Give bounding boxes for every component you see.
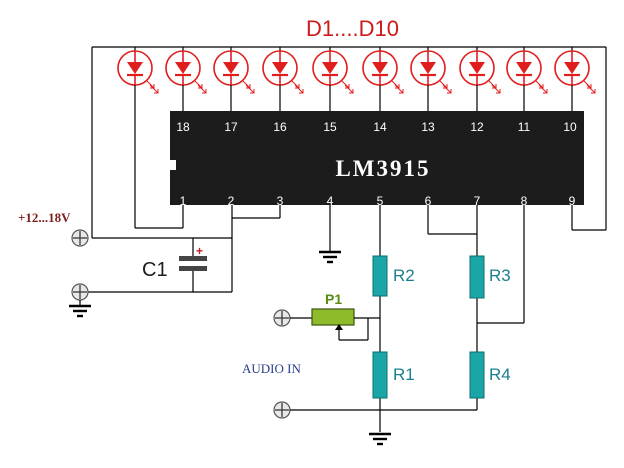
pin-13-label: 13 <box>421 120 435 134</box>
pin-1-label: 1 <box>180 194 187 208</box>
led-2-icon <box>164 47 208 111</box>
resistor-r4-icon <box>469 351 485 399</box>
pin-12-label: 12 <box>470 120 484 134</box>
pin-9-label: 9 <box>569 194 576 208</box>
led-4-icon <box>261 47 305 111</box>
led-8-icon <box>458 47 502 111</box>
bottom-terminal-icon <box>273 401 291 419</box>
ic-lm3915: LM3915 18 17 16 15 14 13 12 11 10 1 2 3 … <box>170 111 584 208</box>
resistor-r2-label: R2 <box>393 266 415 285</box>
pin-2-label: 2 <box>228 194 235 208</box>
pin-16-label: 16 <box>273 120 287 134</box>
led-7-icon <box>409 47 453 111</box>
pin-3-label: 3 <box>277 194 284 208</box>
resistor-r1-label: R1 <box>393 365 415 384</box>
pin-15-label: 15 <box>323 120 337 134</box>
pin-8-label: 8 <box>521 194 528 208</box>
pin-14-label: 14 <box>373 120 387 134</box>
led-9-icon <box>505 47 549 111</box>
ic-label: LM3915 <box>335 156 430 181</box>
led-1-icon <box>116 47 184 229</box>
resistor-r4-label: R4 <box>489 365 511 384</box>
capacitor-polarity: + <box>196 244 203 258</box>
pin-7-label: 7 <box>474 194 481 208</box>
resistor-r3-icon <box>469 255 485 299</box>
pin-6-label: 6 <box>425 194 432 208</box>
supply-label: +12...18V <box>18 210 71 225</box>
capacitor-c1-icon <box>179 238 207 292</box>
ground-rail <box>80 205 281 293</box>
led-anode-bus <box>91 46 607 239</box>
capacitor-label: C1 <box>142 259 168 281</box>
resistor-r1-icon <box>372 351 388 399</box>
pin-18-label: 18 <box>176 120 190 134</box>
pin-17-label: 17 <box>224 120 238 134</box>
resistor-r2-icon <box>372 255 388 297</box>
ground-icon-bottom <box>367 432 393 446</box>
ground-terminal-icon <box>71 283 89 301</box>
led-6-icon <box>361 47 405 111</box>
pin-4-label: 4 <box>327 194 334 208</box>
led-5-icon <box>311 47 355 111</box>
ground-icon-pin4 <box>317 250 343 264</box>
led-10-icon <box>553 47 597 111</box>
potentiometer-p1-icon <box>290 308 380 341</box>
led-array-label: D1....D10 <box>306 16 399 41</box>
ground-icon-left <box>67 304 93 318</box>
pin-10-label: 10 <box>563 120 577 134</box>
pin-11-label: 11 <box>518 120 531 134</box>
pin-5-label: 5 <box>377 194 384 208</box>
audio-terminal-icon <box>273 309 291 327</box>
pin678-chain <box>427 205 525 410</box>
audio-input-label: AUDIO IN <box>242 361 301 376</box>
potentiometer-label: P1 <box>325 291 342 307</box>
supply-terminal-icon <box>71 229 89 247</box>
led-3-icon <box>212 47 256 111</box>
resistor-r3-label: R3 <box>489 266 511 285</box>
